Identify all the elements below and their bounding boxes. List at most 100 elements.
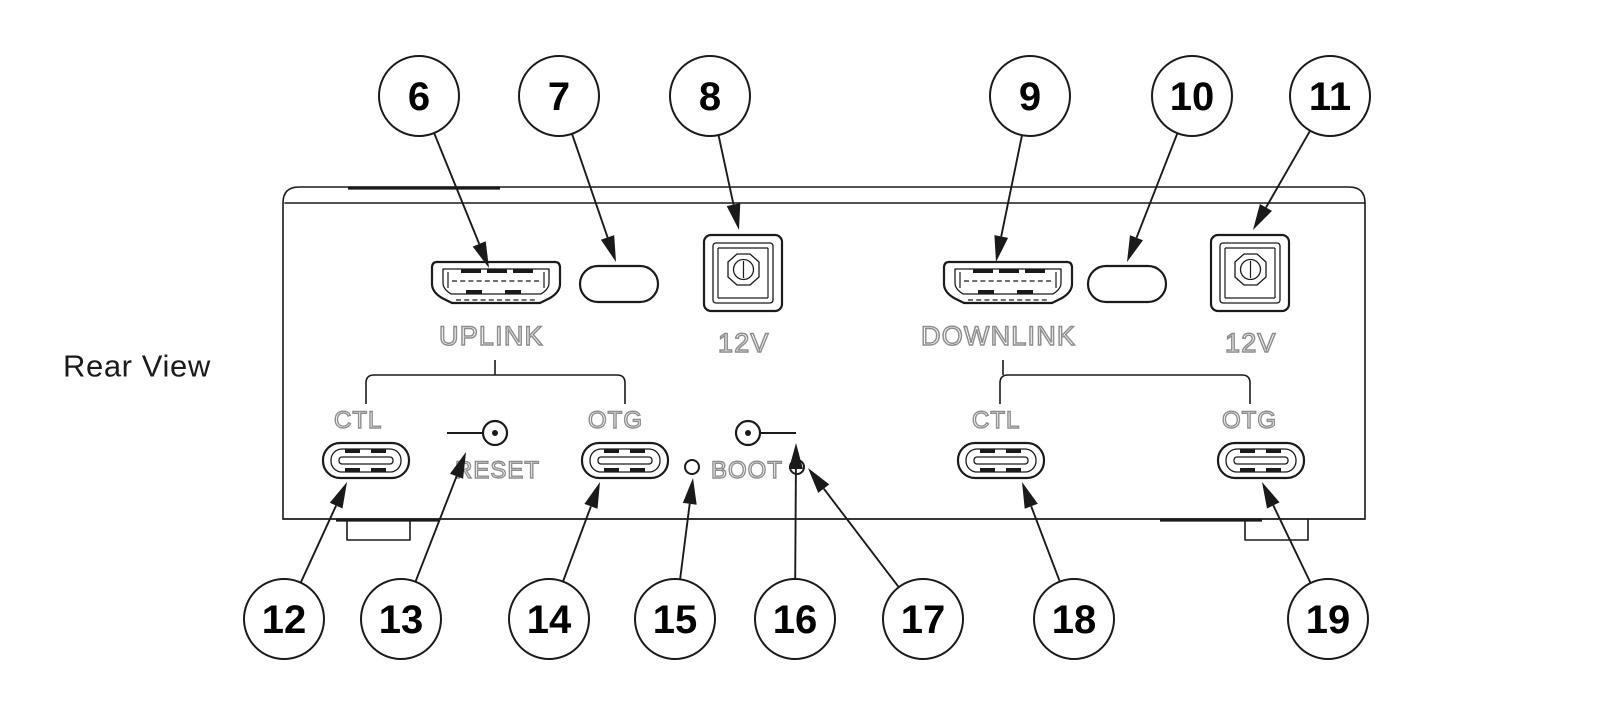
callout-number-19: 19 <box>1306 598 1351 642</box>
reset-silk-label: RESET <box>455 457 540 484</box>
bracket-right-path <box>999 374 1251 404</box>
callout-arrowhead-19 <box>1262 482 1280 509</box>
callout-17[interactable]: 17 <box>882 578 964 660</box>
ctl-left-tab-2 <box>371 449 386 453</box>
callout-15[interactable]: 15 <box>634 578 716 660</box>
hdmi-tab-left-3 <box>513 269 533 273</box>
callout-9[interactable]: 9 <box>989 55 1071 137</box>
callout-leader-19 <box>1272 504 1312 584</box>
callout-arrowhead-14 <box>584 482 600 509</box>
callout-number-18: 18 <box>1052 598 1097 642</box>
ctl-left-tab-4 <box>371 468 386 472</box>
callout-number-7: 7 <box>548 75 570 119</box>
hdmi-tab-left-1 <box>461 269 481 273</box>
callout-6[interactable]: 6 <box>378 55 460 137</box>
uplink-hdmi-port: UPLINK <box>430 260 562 352</box>
callout-circle-15 <box>634 578 716 660</box>
callout-13[interactable]: 13 <box>360 578 442 660</box>
callout-leader-11 <box>1265 130 1311 208</box>
callout-19[interactable]: 19 <box>1287 578 1369 660</box>
callout-leader-18 <box>1030 505 1061 582</box>
callout-circle-10 <box>1151 55 1233 137</box>
ir-window-right-slot <box>1086 264 1168 304</box>
callout-circle-13 <box>360 578 442 660</box>
callout-number-17: 17 <box>901 598 946 642</box>
uplink-silk-label: UPLINK <box>439 321 544 351</box>
otg-left-tab-4 <box>630 468 645 472</box>
power-jack-right-bezel <box>1224 247 1276 299</box>
ir-window-left-slot <box>578 264 660 304</box>
usb-group-bracket-right <box>999 360 1251 404</box>
callout-leader-17 <box>823 488 900 588</box>
otg-right-tab-4 <box>1266 468 1281 472</box>
ctl-right-tab-3 <box>980 468 995 472</box>
ctl-left-silk-label: CTL <box>334 407 382 434</box>
callout-leader-13 <box>414 475 458 583</box>
callout-arrowhead-8 <box>726 203 741 230</box>
callout-16[interactable]: 16 <box>754 578 836 660</box>
callout-11[interactable]: 11 <box>1289 55 1371 137</box>
otg-right-tongue <box>1233 456 1289 465</box>
callout-leader-15 <box>679 503 691 580</box>
power-jack-left: 12V <box>702 233 784 359</box>
callout-circle-6 <box>378 55 460 137</box>
callout-number-13: 13 <box>379 598 424 642</box>
power-left-silk-label: 12V <box>718 328 770 358</box>
callout-circle-7 <box>518 55 600 137</box>
hdmi-tab-right-1 <box>973 269 993 273</box>
callout-circle-17 <box>882 578 964 660</box>
hdmi-tab-right-3 <box>1025 269 1045 273</box>
callout-leader-10 <box>1135 132 1179 239</box>
ctl-left-tongue <box>338 456 394 465</box>
callout-leader-8 <box>717 134 735 205</box>
otg-left-tab-2 <box>630 449 645 453</box>
otg-left-silk-label: OTG <box>588 407 643 434</box>
callout-leader-9 <box>1000 135 1023 237</box>
callout-10[interactable]: 10 <box>1151 55 1233 137</box>
boot-silk-label: BOOT <box>711 457 783 484</box>
hdmi-tab-right-4 <box>978 290 994 294</box>
ctl-right-tab-2 <box>1006 449 1021 453</box>
callout-18[interactable]: 18 <box>1033 578 1115 660</box>
callout-14[interactable]: 14 <box>508 578 590 660</box>
hdmi-side-rails-right <box>959 272 1057 288</box>
callout-arrowhead-12 <box>329 482 347 509</box>
view-label: Rear View <box>63 349 211 384</box>
power-jack-left-bezel <box>717 247 769 299</box>
callout-bubbles: 6 7 8 9 10 11 12 13 14 15 16 17 18 19 <box>243 55 1371 660</box>
callout-circle-12 <box>243 578 325 660</box>
callout-circle-16 <box>754 578 836 660</box>
callout-circle-14 <box>508 578 590 660</box>
callout-leader-14 <box>562 506 592 582</box>
ctl-usbc-left: CTL <box>321 406 411 480</box>
callout-arrowhead-17 <box>808 468 830 493</box>
callout-number-16: 16 <box>773 598 818 642</box>
callout-number-9: 9 <box>1019 75 1041 119</box>
ctl-left-tab-3 <box>345 468 360 472</box>
callout-arrowhead-13 <box>450 452 466 479</box>
callout-circle-19 <box>1287 578 1369 660</box>
callout-leader-12 <box>299 505 337 584</box>
downlink-silk-label: DOWNLINK <box>921 321 1076 351</box>
hdmi-tab-left-4 <box>466 290 482 294</box>
callout-12[interactable]: 12 <box>243 578 325 660</box>
callout-leader-7 <box>571 133 609 238</box>
callout-number-14: 14 <box>527 598 572 642</box>
callout-7[interactable]: 7 <box>518 55 600 137</box>
callout-arrowhead-15 <box>682 478 697 505</box>
hdmi-tab-right-5 <box>1017 290 1033 294</box>
otg-right-tab-2 <box>1266 449 1281 453</box>
status-led-left <box>684 459 700 475</box>
reset-button: RESET <box>447 419 540 485</box>
hdmi-tab-left-5 <box>505 290 521 294</box>
ir-window-right <box>1086 264 1168 304</box>
chassis-foot-left <box>346 518 411 541</box>
callout-8[interactable]: 8 <box>669 55 751 137</box>
callout-number-10: 10 <box>1170 75 1215 119</box>
callout-circle-9 <box>989 55 1071 137</box>
callout-number-12: 12 <box>262 598 307 642</box>
power-right-silk-label: 12V <box>1225 328 1277 358</box>
callout-arrowhead-10 <box>1127 235 1143 262</box>
